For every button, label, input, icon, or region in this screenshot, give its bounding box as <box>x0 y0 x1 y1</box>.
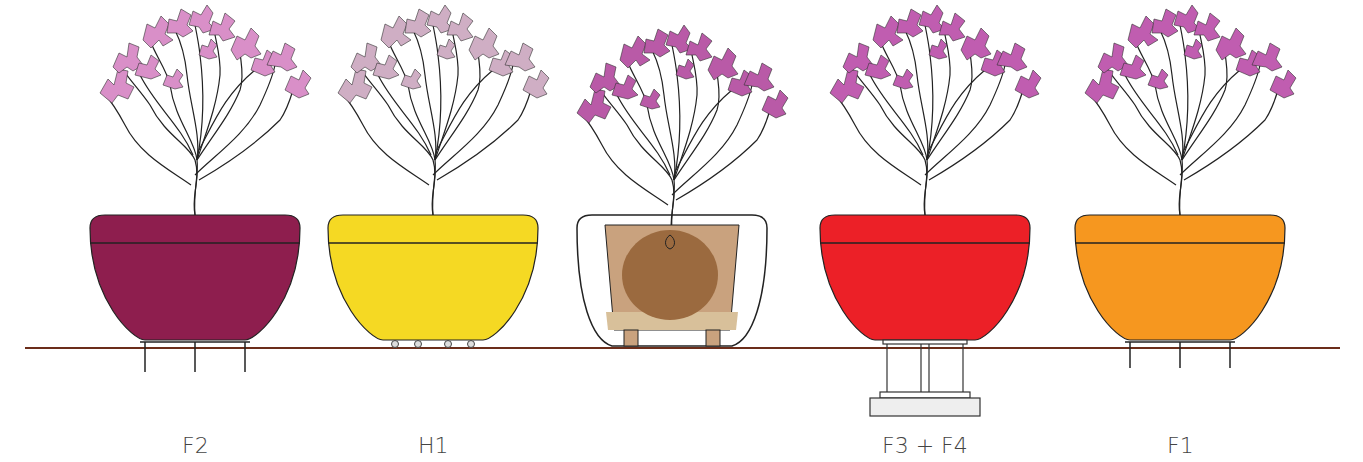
planter-h1 <box>328 5 549 348</box>
planter-f2 <box>90 5 311 372</box>
planter-label: F3 + F4 <box>882 433 968 458</box>
planter-f1 <box>1075 5 1296 368</box>
planter-label: F2 <box>182 433 209 458</box>
planter-label: F1 <box>1167 433 1194 458</box>
planter-cutaway <box>577 25 788 346</box>
planter-f3-f4 <box>820 5 1041 416</box>
planter-label: H1 <box>418 433 449 458</box>
